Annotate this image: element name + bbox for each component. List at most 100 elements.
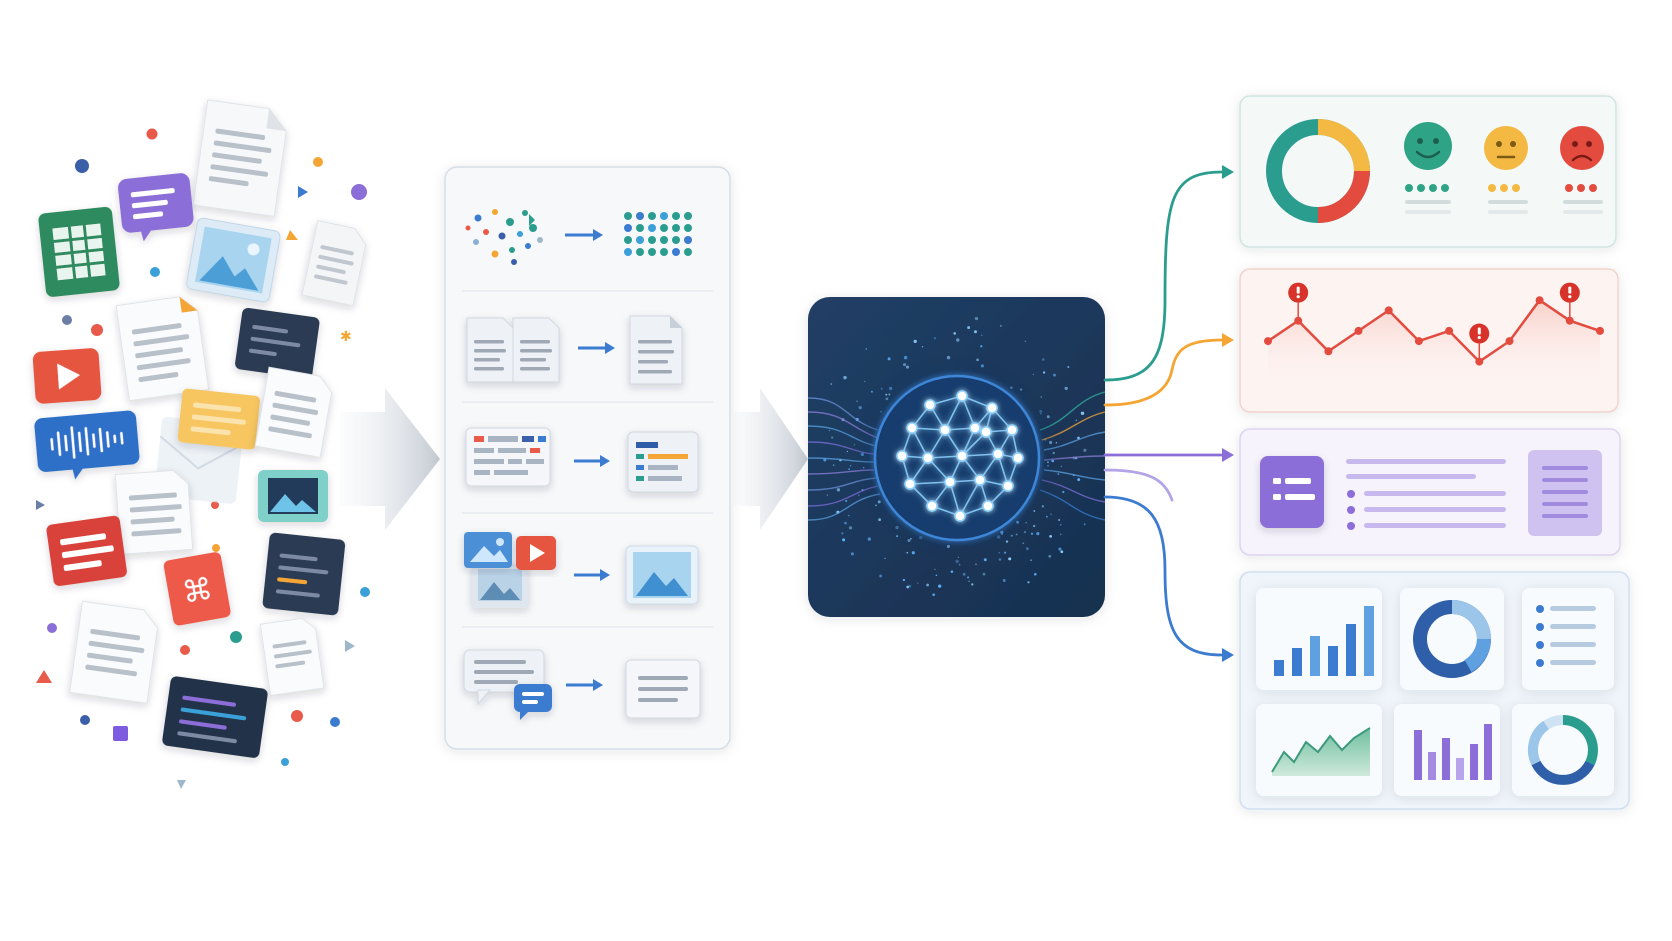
flow-arrow-1 xyxy=(340,388,440,530)
line-point xyxy=(1445,326,1454,335)
sparkle xyxy=(1050,513,1052,515)
document-icon xyxy=(192,99,287,217)
bar-chart-icon xyxy=(1394,704,1500,796)
raw-table-icon xyxy=(465,427,551,487)
sparkle xyxy=(906,585,910,589)
network-node xyxy=(982,500,994,512)
summary-lines xyxy=(1346,459,1506,530)
processing-row-clean xyxy=(465,209,692,265)
sparkle xyxy=(841,532,844,535)
grid-dot xyxy=(660,236,668,244)
network-node xyxy=(974,474,986,486)
sparkle xyxy=(1033,572,1037,576)
sparkle xyxy=(843,375,847,380)
grid-dot xyxy=(660,212,668,220)
network-node xyxy=(922,452,934,464)
line-point xyxy=(1294,316,1303,325)
network-node xyxy=(954,510,966,522)
network-node xyxy=(992,448,1004,460)
sparkle xyxy=(1060,550,1064,554)
network-edge xyxy=(949,481,961,517)
sparkle xyxy=(913,339,917,344)
network-node xyxy=(1006,424,1018,436)
neutral-face-icon xyxy=(1484,126,1528,214)
line-point xyxy=(1475,357,1484,366)
bar-chart-icon xyxy=(1256,588,1382,690)
sparkle xyxy=(1042,371,1046,374)
donut-chart-icon xyxy=(1512,704,1614,796)
summary-panel xyxy=(1239,428,1621,556)
processing-panel xyxy=(444,166,731,750)
sparkle xyxy=(1083,448,1087,452)
grid-dot xyxy=(684,224,692,232)
sparkle xyxy=(935,574,938,576)
sparkle xyxy=(830,383,833,385)
sparkle xyxy=(884,557,886,560)
sparkle xyxy=(831,436,834,439)
sad-face-icon xyxy=(1560,126,1604,214)
checklist-icon xyxy=(1260,456,1324,528)
network-node xyxy=(944,476,956,488)
sparkle xyxy=(967,576,970,579)
sparkle xyxy=(903,355,908,360)
sparkle xyxy=(865,348,867,350)
document-icon xyxy=(254,366,333,459)
network-edge xyxy=(961,395,976,429)
sparkle xyxy=(933,337,936,340)
network-node xyxy=(969,422,981,434)
sparkle xyxy=(980,345,983,348)
network-node xyxy=(906,422,918,434)
neural-network-brain-icon xyxy=(896,390,1024,522)
grid-dot xyxy=(684,236,692,244)
sparkle xyxy=(926,583,929,587)
network-edge xyxy=(961,453,999,457)
sparkle xyxy=(1058,519,1060,521)
alert-icon xyxy=(1469,323,1490,344)
network-node xyxy=(1012,452,1024,464)
sparkle xyxy=(982,572,986,576)
sparkle xyxy=(848,468,850,470)
sparkle xyxy=(1008,557,1012,561)
sparkle xyxy=(1077,478,1081,482)
sparkle xyxy=(1004,551,1007,554)
sparkle xyxy=(956,338,960,342)
line-point xyxy=(1565,316,1574,325)
code-file-icon xyxy=(262,532,346,616)
sparkle xyxy=(1024,340,1027,343)
sparkle xyxy=(842,538,846,542)
sparkle xyxy=(845,499,848,503)
right-arrow-icon xyxy=(574,569,610,581)
processing-row-deduplicate xyxy=(466,315,683,385)
sparkle xyxy=(1030,532,1034,536)
alert-icon xyxy=(1559,282,1580,303)
grid-dot xyxy=(624,212,632,220)
sparkle xyxy=(1067,365,1070,369)
pdf-icon: ⌘ xyxy=(163,552,231,626)
network-node xyxy=(980,426,992,438)
alert-icon xyxy=(1288,282,1309,303)
svg-text:⌘: ⌘ xyxy=(180,571,216,611)
sparkle xyxy=(906,551,909,554)
sparkle xyxy=(950,570,954,573)
sparkle xyxy=(1058,547,1062,551)
sparkle xyxy=(1022,542,1025,545)
sparkle xyxy=(1026,547,1029,551)
grid-dot xyxy=(660,224,668,232)
structured-table-icon xyxy=(627,431,699,493)
sparkle xyxy=(974,330,977,334)
network-node xyxy=(956,390,968,402)
grid-dot xyxy=(672,224,680,232)
grid-dot xyxy=(648,248,656,256)
audio-waveform-icon xyxy=(34,410,140,480)
grid-dot xyxy=(624,224,632,232)
grid-dot xyxy=(648,212,656,220)
photo-icon xyxy=(258,470,328,522)
sparkle xyxy=(958,563,961,566)
grid-dot xyxy=(636,236,644,244)
document-icon xyxy=(69,600,159,704)
grid-dot xyxy=(660,248,668,256)
document-icon xyxy=(259,617,325,697)
code-file-icon xyxy=(162,676,268,758)
line-point xyxy=(1354,326,1363,335)
